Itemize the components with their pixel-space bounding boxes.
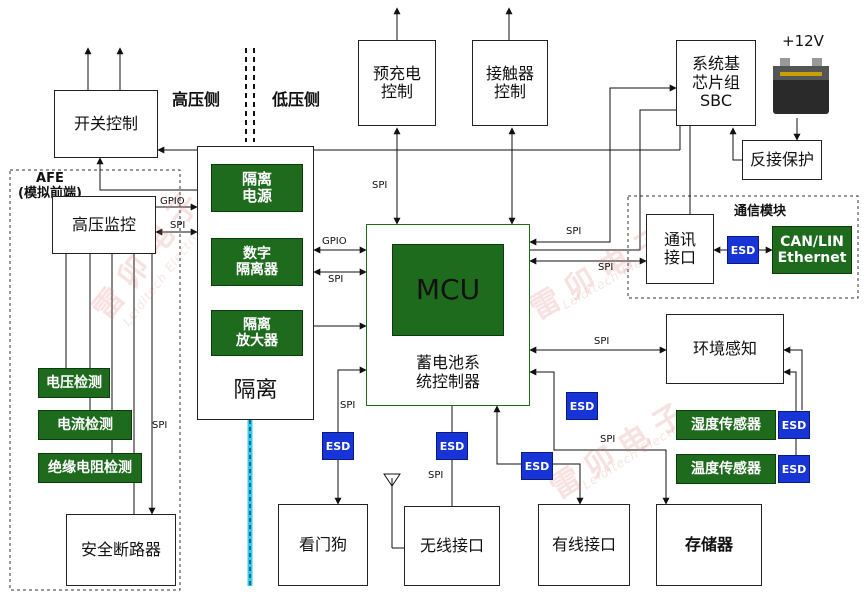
battery-icon — [773, 58, 829, 114]
esd-storage: ESD — [566, 392, 598, 420]
spi-label-watchdog: SPI — [340, 400, 356, 411]
iso-power-block: 隔离 电源 — [211, 164, 303, 212]
battery-voltage-label: +12V — [782, 32, 824, 50]
spi-label-env: SPI — [594, 336, 610, 347]
hv-monitor-block: 高压监控 — [52, 196, 156, 254]
comm-module-dashed-boundary — [627, 195, 859, 299]
esd-humidity: ESD — [778, 411, 810, 439]
current-detect-block: 电流检测 — [38, 410, 132, 440]
comm-interface-block: 通讯 接口 — [646, 214, 714, 284]
contactor-control-block: 接触器 控制 — [472, 40, 548, 126]
spi-label-wireless: SPI — [428, 470, 444, 481]
iso-switch — [96, 157, 197, 191]
spi-label-iso: SPI — [328, 274, 344, 285]
high-voltage-side-label: 高压侧 — [172, 90, 221, 109]
antenna-icon — [383, 473, 401, 487]
esd-temperature: ESD — [778, 455, 810, 483]
esd-comm: ESD — [727, 236, 759, 264]
afe-dashed-boundary — [9, 169, 181, 591]
mcu-block: MCU — [392, 244, 504, 336]
reverse-protect-block: 反接保护 — [742, 140, 822, 180]
comm-sbc-link — [530, 109, 676, 251]
esd-wireless: ESD — [436, 432, 468, 460]
watchdog-block: 看门狗 — [278, 504, 368, 586]
spi-label-storage: SPI — [600, 434, 616, 445]
esd-watchdog: ESD — [322, 432, 354, 460]
gpio-label-afe: GPIO — [160, 196, 185, 207]
sbc-block: 系统基 芯片组 SBC — [676, 40, 756, 126]
wired-interface-block: 有线接口 — [538, 504, 630, 586]
insulation-detect-block: 绝缘电阻检测 — [38, 453, 142, 483]
mcu-storage — [529, 368, 670, 505]
low-voltage-side-label: 低压侧 — [272, 90, 321, 109]
spi-label-breaker: SPI — [152, 420, 168, 431]
storage-block: 存储器 — [656, 504, 762, 586]
gpio-label-iso: GPIO — [322, 236, 347, 247]
precharge-control-block: 预充电 控制 — [358, 40, 436, 126]
reverse-to-sbc — [729, 127, 742, 161]
mcu-sbc — [529, 84, 677, 246]
voltage-detect-block: 电压检测 — [38, 368, 110, 398]
bms-controller-label: 蓄电池系 统控制器 — [415, 353, 480, 391]
spi-label-sbc: SPI — [566, 226, 582, 237]
sensors-env-1 — [783, 346, 803, 410]
env-sense-block: 环境感知 — [666, 314, 784, 384]
spi-label-comm: SPI — [598, 262, 614, 273]
temperature-sensor-block: 温度传感器 — [676, 454, 776, 484]
spi-label-afe: SPI — [170, 220, 186, 231]
switch-control-block: 开关控制 — [54, 90, 158, 158]
humidity-sensor-block: 湿度传感器 — [676, 410, 776, 440]
can-lin-ethernet-block: CAN/LIN Ethernet — [772, 226, 852, 274]
esd-wired: ESD — [521, 452, 553, 480]
digital-isolator-block: 数字 隔离器 — [211, 238, 303, 286]
comm-module-title: 通信模块 — [734, 204, 787, 219]
iso-amp-block: 隔离 放大器 — [211, 310, 303, 356]
safety-breaker-block: 安全断路器 — [66, 514, 176, 586]
spi-label-top: SPI — [372, 180, 388, 191]
wireless-interface-block: 无线接口 — [404, 506, 500, 586]
